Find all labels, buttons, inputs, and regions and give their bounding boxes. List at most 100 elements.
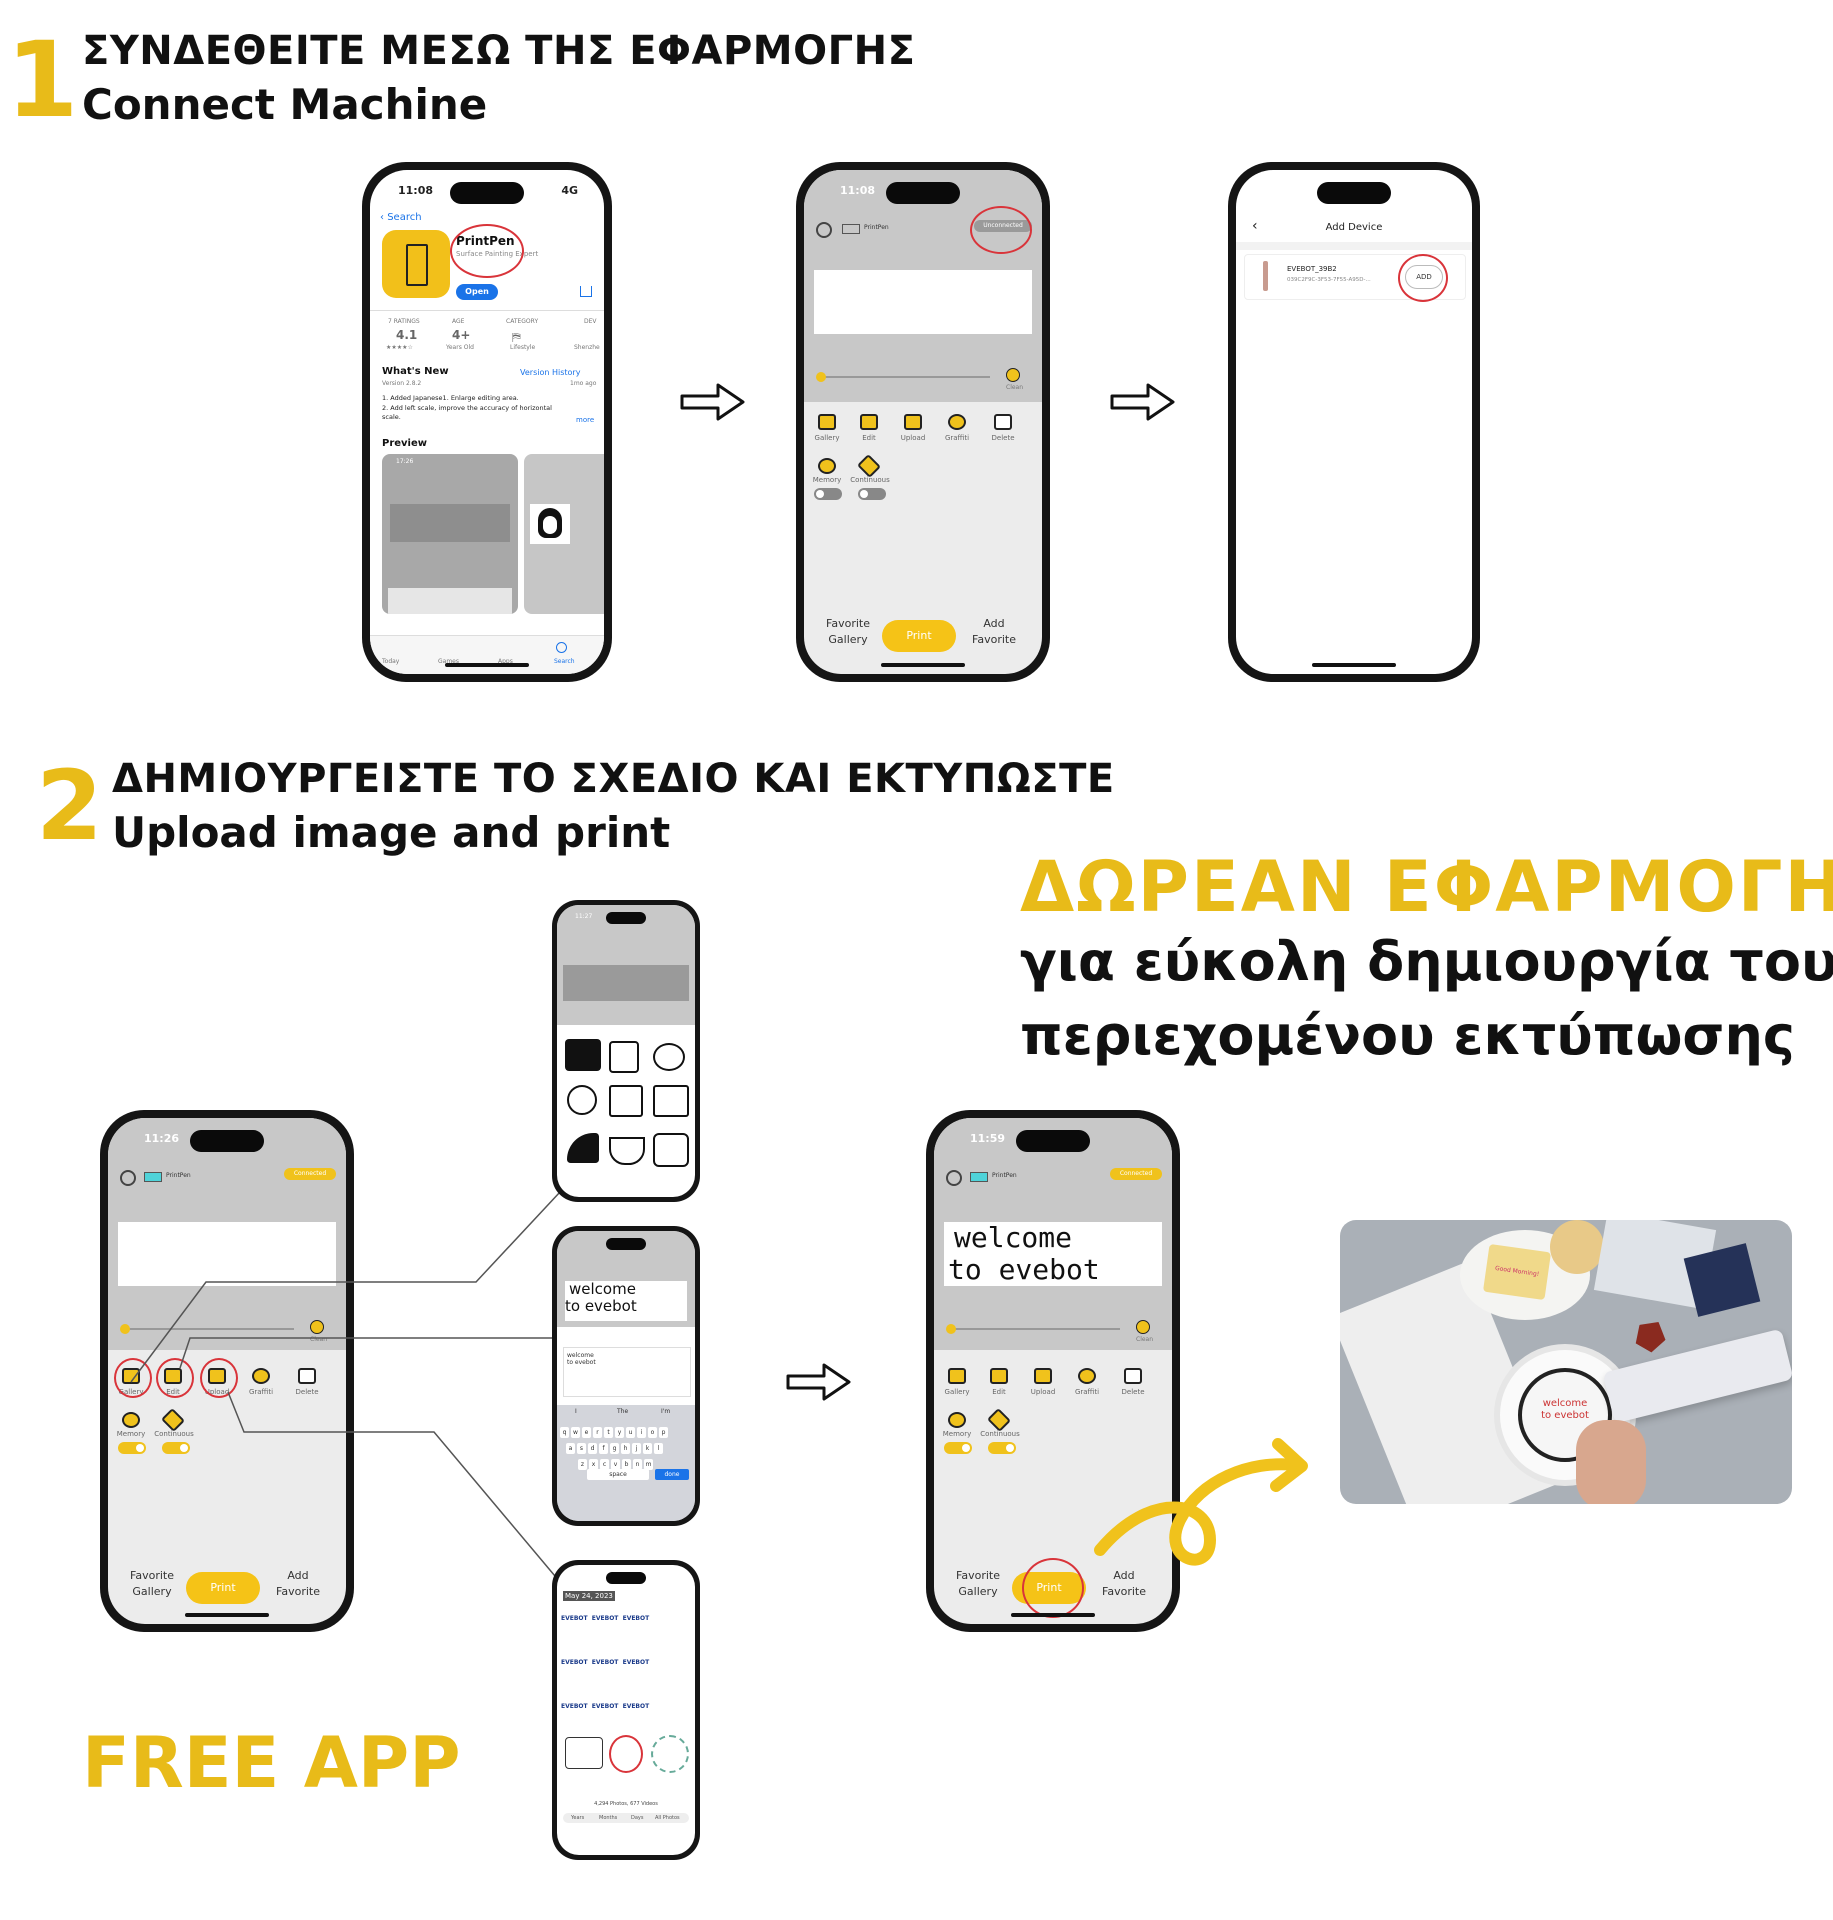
print-button[interactable]: Print (186, 1572, 260, 1604)
size-slider[interactable] (946, 1324, 1120, 1334)
settings-gear-icon[interactable] (816, 222, 832, 238)
app-name-label: PrintPen (992, 1172, 1017, 1179)
tab-search[interactable]: Search (554, 658, 575, 665)
cup-print-line-2: to evebot (1541, 1410, 1589, 1421)
text-input[interactable]: welcome to evebot (563, 1347, 691, 1397)
back-search-link[interactable]: ‹ Search (380, 212, 422, 223)
curly-arrow-icon (1094, 1438, 1308, 1566)
canvas-area[interactable] (118, 1222, 336, 1286)
continuous-toggle[interactable] (988, 1442, 1016, 1454)
developer-label: DEV (584, 318, 597, 325)
device-id: 039C2F9C-3F53-7F55-A95D-... (1287, 277, 1371, 283)
space-key[interactable]: space (587, 1469, 649, 1480)
settings-gear-icon[interactable] (120, 1170, 136, 1186)
promo-line-2: περιεχομένου εκτύπωσης (1020, 1004, 1795, 1067)
memory-toggle[interactable] (118, 1442, 146, 1454)
step-2-number: 2 (36, 750, 103, 862)
whats-new-heading: What's New (382, 366, 449, 377)
delete-icon[interactable] (1124, 1368, 1142, 1384)
status-highlight (970, 206, 1032, 254)
gallery-segments[interactable]: Years Months Days All Photos (563, 1813, 689, 1823)
canvas-area[interactable] (814, 270, 1032, 334)
size-slider[interactable] (816, 372, 990, 382)
graffiti-icon[interactable] (252, 1368, 270, 1384)
upload-icon[interactable] (904, 414, 922, 430)
search-icon (556, 642, 567, 653)
more-link[interactable]: more (576, 416, 595, 424)
gallery-icon[interactable] (818, 414, 836, 430)
graffiti-icon[interactable] (1078, 1368, 1096, 1384)
status-time: 11:26 (144, 1132, 180, 1145)
sticker-grid[interactable] (561, 1033, 691, 1189)
clean-label: Clean (310, 1336, 328, 1343)
delete-label: Delete (991, 434, 1015, 442)
phone-app-store: 11:08 4G ‹ Search PrintPen Surface Paint… (362, 162, 612, 682)
tab-games[interactable]: Games (438, 658, 459, 665)
memory-toggle[interactable] (944, 1442, 972, 1454)
battery-icon (144, 1172, 162, 1182)
size-slider[interactable] (120, 1324, 294, 1334)
print-button[interactable]: Print (882, 620, 956, 652)
version-history-link[interactable]: Version History (520, 368, 581, 377)
continuous-label: Continuous (980, 1430, 1020, 1438)
memory-label: Memory (942, 1430, 972, 1438)
step-2-title-english: Upload image and print (112, 808, 671, 857)
memory-toggle[interactable] (814, 488, 842, 500)
upload-label: Upload (900, 434, 926, 442)
memory-icon (818, 458, 836, 474)
gallery-label: Gallery (944, 1388, 970, 1396)
app-name-label: PrintPen (166, 1172, 191, 1179)
clean-icon[interactable] (1006, 368, 1020, 382)
continuous-toggle[interactable] (858, 488, 886, 500)
suggestion-2[interactable]: The (617, 1408, 629, 1415)
clean-icon[interactable] (310, 1320, 324, 1334)
memory-label: Memory (812, 476, 842, 484)
suggestion-1[interactable]: I (575, 1408, 577, 1415)
pen-device-icon (1263, 261, 1268, 291)
continuous-label: Continuous (154, 1430, 194, 1438)
gallery-icon[interactable] (948, 1368, 966, 1384)
upload-icon[interactable] (1034, 1368, 1052, 1384)
share-icon[interactable] (580, 286, 592, 297)
canvas-area[interactable]: welcome to evebot (944, 1222, 1162, 1286)
phone-edit-text: welcome to evebot welcome to evebot I Th… (552, 1226, 700, 1526)
delete-icon[interactable] (994, 414, 1012, 430)
done-key[interactable]: done (655, 1469, 689, 1480)
photo-grid[interactable]: EVEBOT EVEBOT EVEBOT EVEBOT EVEBOT EVEBO… (561, 1615, 693, 1773)
gallery-highlight (114, 1358, 152, 1398)
back-chevron-icon[interactable]: ‹ (1252, 218, 1258, 234)
edit-icon[interactable] (860, 414, 878, 430)
gallery-date: May 24, 2023 (563, 1591, 615, 1601)
canvas-area[interactable]: welcome to evebot (565, 1281, 687, 1321)
open-button[interactable]: Open (456, 284, 498, 300)
suggestion-3[interactable]: I'm (661, 1408, 671, 1415)
graffiti-label: Graffiti (248, 1388, 274, 1396)
settings-gear-icon[interactable] (946, 1170, 962, 1186)
delete-icon[interactable] (298, 1368, 316, 1384)
arrow-right-icon (680, 383, 745, 421)
graffiti-icon[interactable] (948, 414, 966, 430)
step-1-title-english: Connect Machine (82, 80, 488, 129)
version-age: 1mo ago (570, 380, 597, 387)
tab-today[interactable]: Today (382, 658, 400, 665)
continuous-toggle[interactable] (162, 1442, 190, 1454)
clean-icon[interactable] (1136, 1320, 1150, 1334)
version-label: Version 2.8.2 (382, 380, 422, 387)
graffiti-label: Graffiti (944, 434, 970, 442)
arrow-right-icon (1110, 383, 1175, 421)
connection-status-badge[interactable]: Connected (284, 1168, 336, 1180)
connection-status-badge[interactable]: Connected (1110, 1168, 1162, 1180)
edit-icon[interactable] (990, 1368, 1008, 1384)
tab-apps[interactable]: Apps (498, 658, 513, 665)
